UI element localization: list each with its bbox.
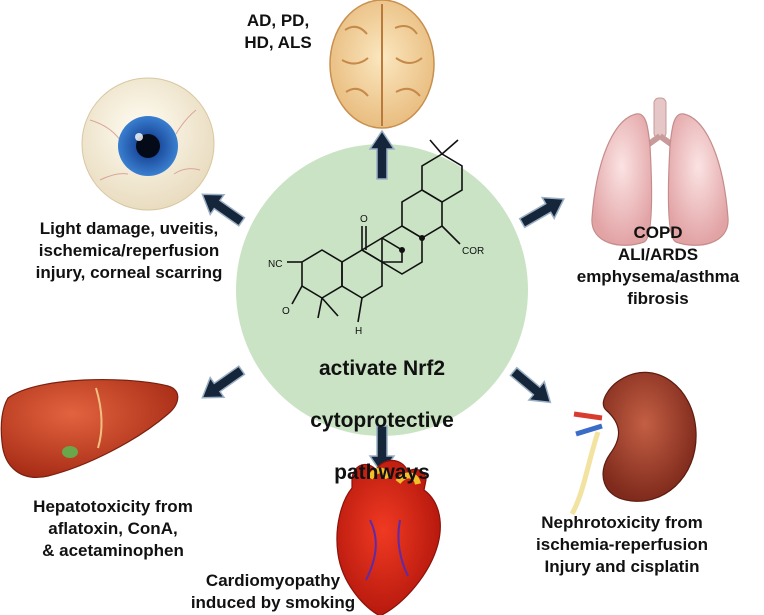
molecule-label-cor: COR xyxy=(462,246,484,257)
lungs-label: COPD ALI/ARDS emphysema/asthma fibrosis xyxy=(576,223,740,308)
kidney-label: Nephrotoxicity from ischemia-reperfusion… xyxy=(536,513,708,576)
arrow-lower-right xyxy=(509,366,552,404)
molecule-structure xyxy=(287,139,463,323)
arrow-upper-right xyxy=(518,196,565,229)
kidney-icon xyxy=(569,371,697,516)
lungs-icon xyxy=(591,97,729,246)
arrow-upper-left xyxy=(201,193,246,227)
center-text: activate Nrf2 cytoprotective pathways xyxy=(292,330,472,512)
brain-label: AD, PD, HD, ALS xyxy=(244,11,312,52)
center-line-1: activate Nrf2 xyxy=(318,357,446,380)
center-circle xyxy=(236,144,528,436)
heart-icon xyxy=(336,459,441,615)
arrows xyxy=(201,129,565,476)
molecule-label-nc: NC xyxy=(268,259,282,270)
arrow-up xyxy=(368,129,396,180)
eye-label: Light damage, uveitis, ischemica/reperfu… xyxy=(35,219,223,282)
brain-icon xyxy=(329,0,435,129)
molecule-label-o-top: O xyxy=(360,214,368,225)
center-line-3: pathways xyxy=(334,461,430,484)
center-line-2: cytoprotective xyxy=(310,409,454,432)
molecule-label-h: H xyxy=(355,326,362,337)
liver-icon xyxy=(0,378,179,478)
stereocenter-dot xyxy=(399,247,405,253)
heart-label: Cardiomyopathy induced by smoking xyxy=(190,571,356,612)
eye-icon xyxy=(81,77,215,211)
molecule-label-o-left: O xyxy=(282,306,290,317)
liver-label: Hepatotoxicity from aflatoxin, ConA, & a… xyxy=(33,497,193,560)
stereocenter-dot xyxy=(419,235,425,241)
arrow-lower-left xyxy=(201,365,246,399)
